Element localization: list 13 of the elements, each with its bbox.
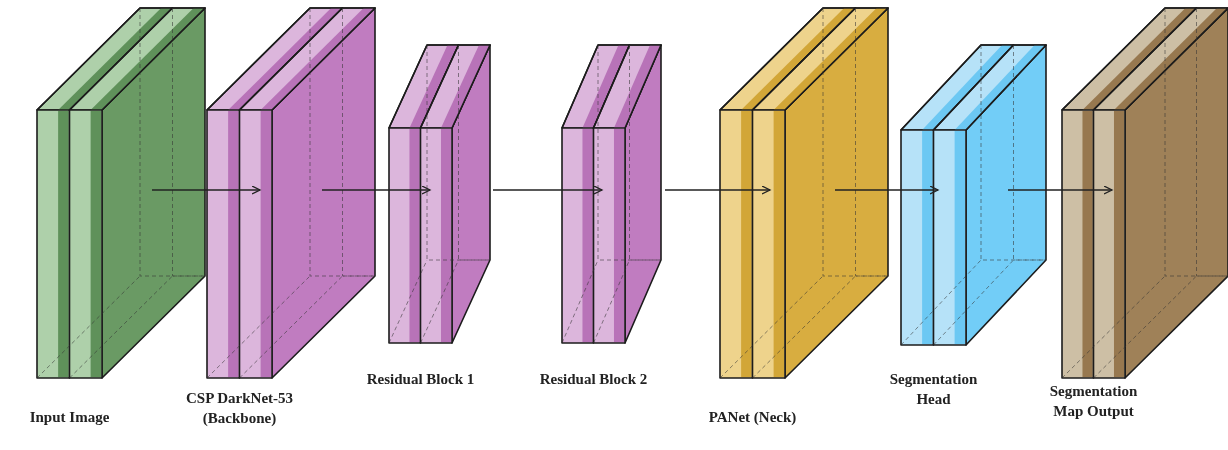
arrow (321, 185, 431, 195)
layer-label: Input Image (28, 408, 111, 427)
arrow (492, 185, 603, 195)
layer-label: CSP DarkNet-53 (Backbone) (184, 389, 295, 428)
layer-label: Residual Block 2 (538, 370, 649, 389)
layer-label: Segmentation Map Output (1048, 382, 1139, 421)
layer-label: PANet (Neck) (707, 408, 798, 427)
arrow (664, 185, 771, 195)
layer-label: Residual Block 1 (365, 370, 476, 389)
arrow (834, 185, 939, 195)
layer-label: Segmentation Head (888, 370, 979, 409)
arrow (1007, 185, 1113, 195)
arrow (151, 185, 261, 195)
